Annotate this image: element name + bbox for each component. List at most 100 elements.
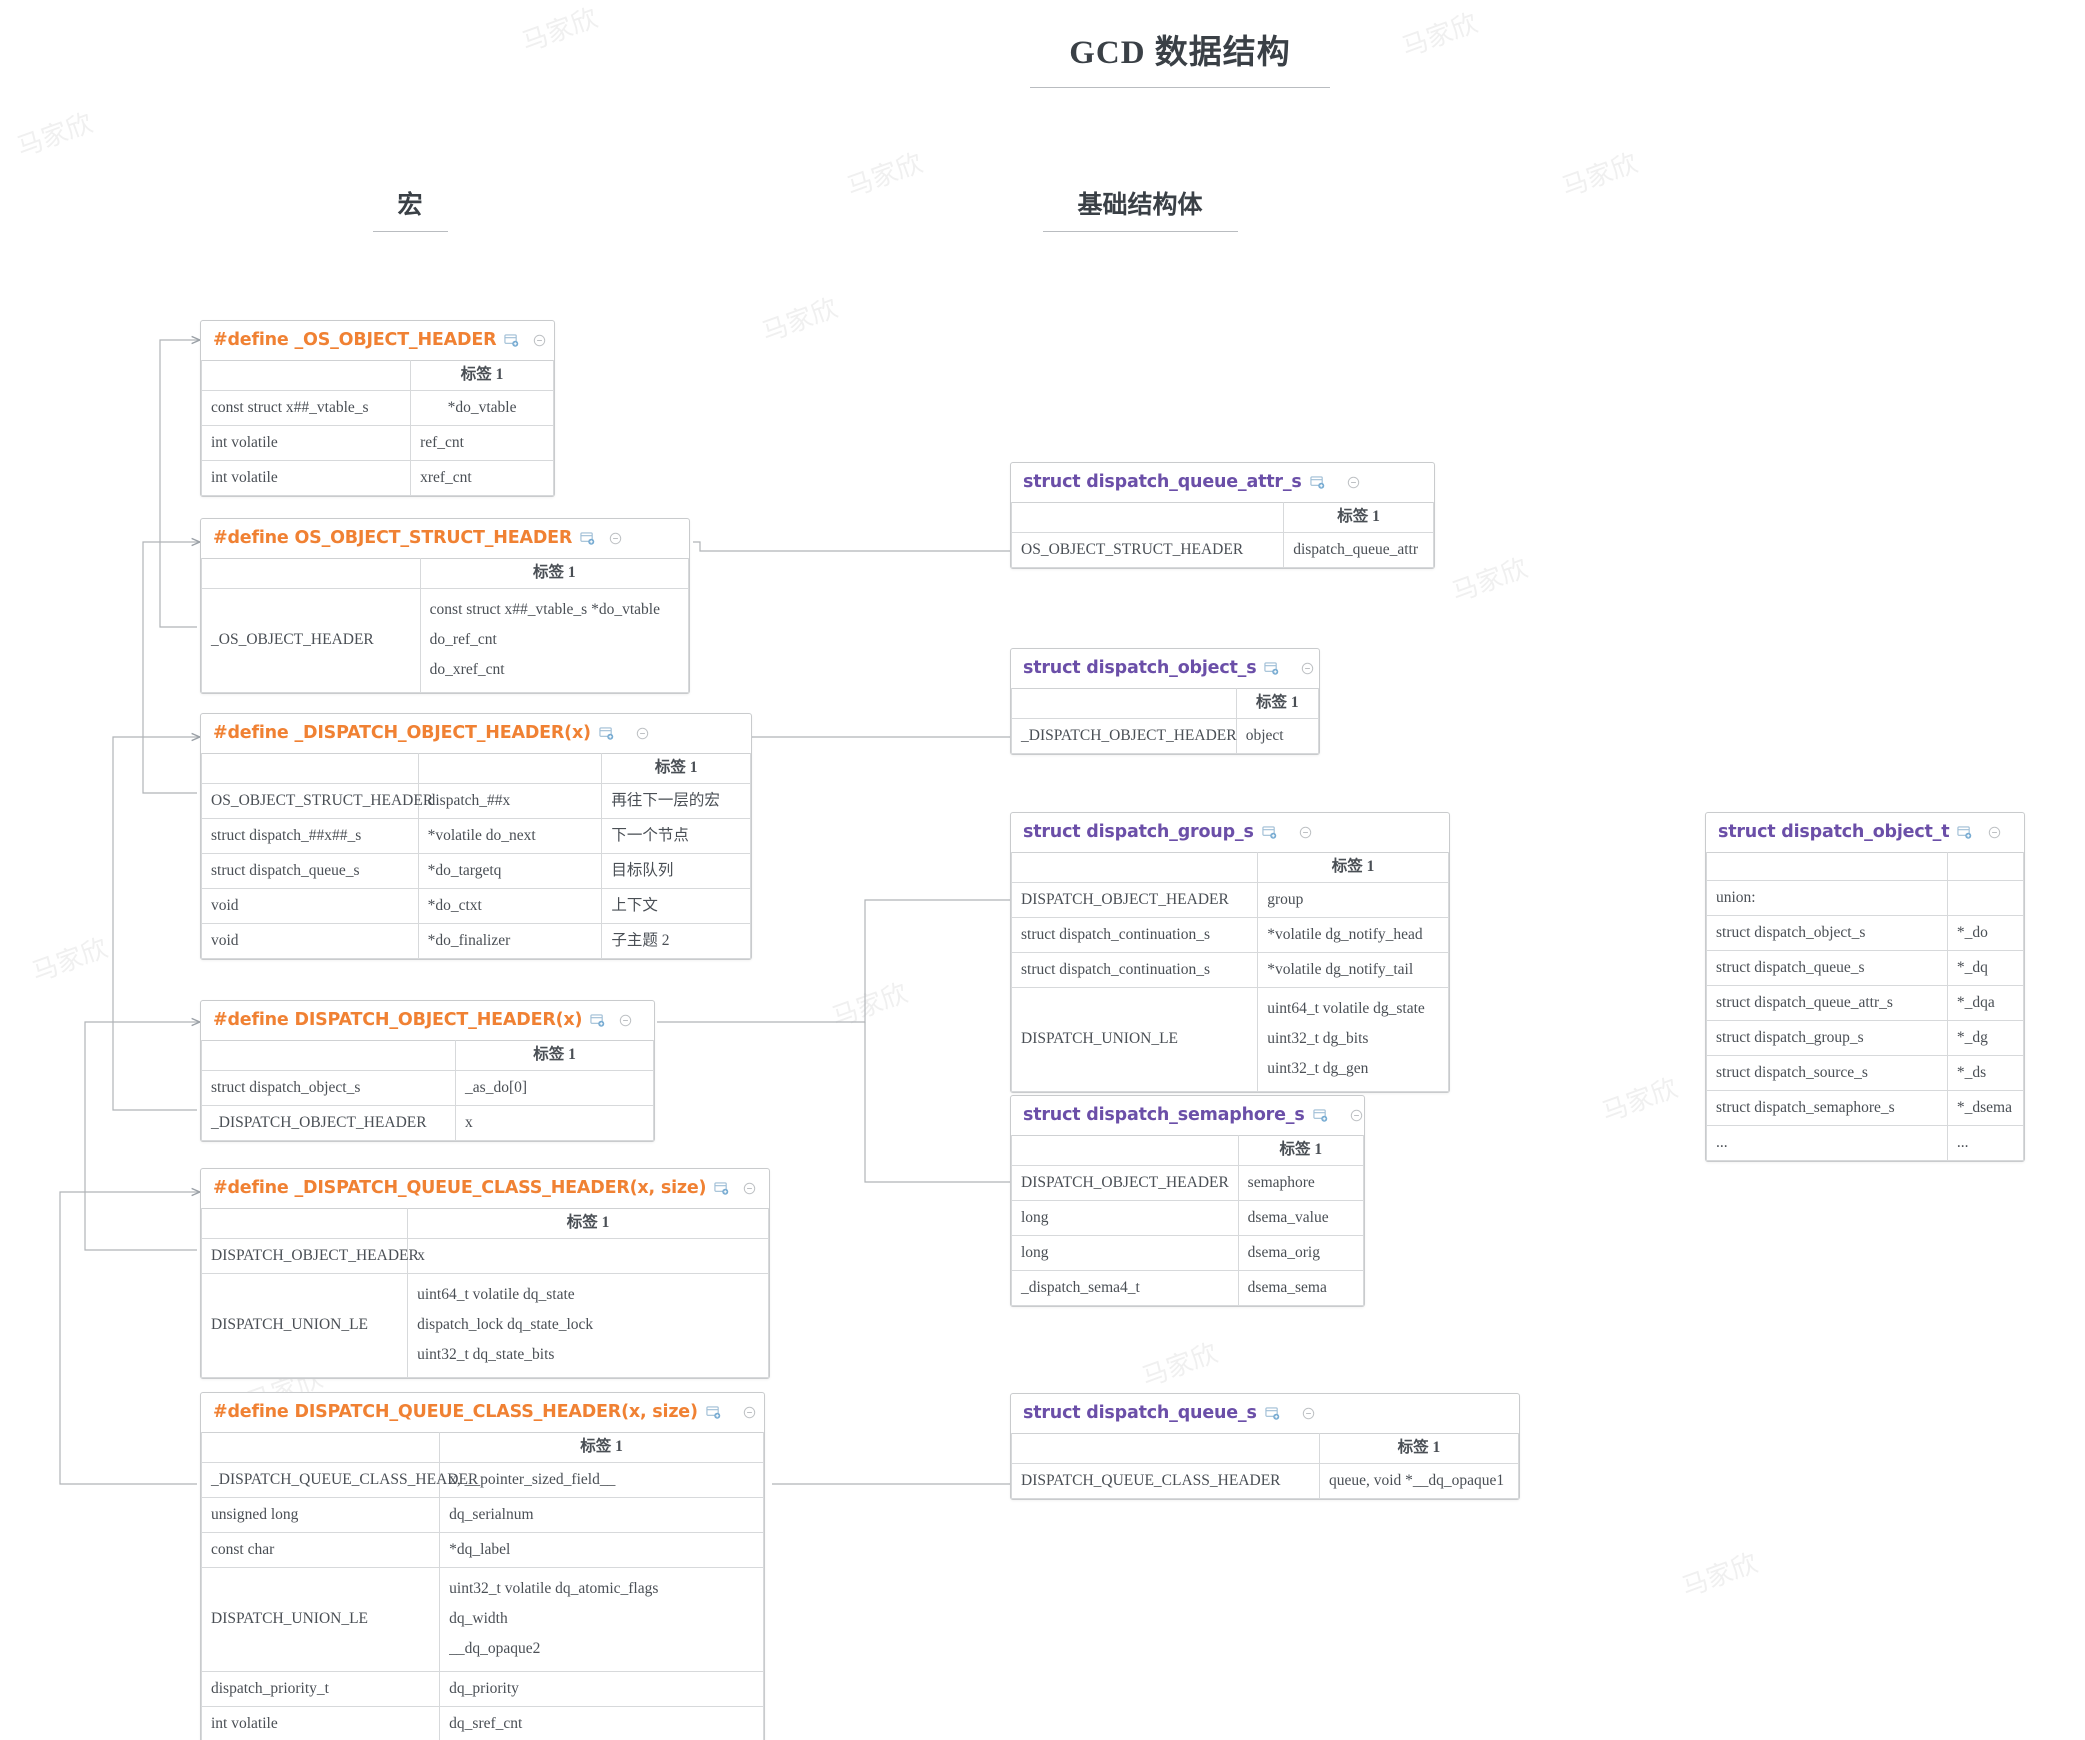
node-os-object-struct-header[interactable]: #define OS_OBJECT_STRUCT_HEADER 标签 1 _OS… <box>200 518 690 694</box>
tag-label: 标签 1 <box>1318 1433 1520 1464</box>
section-macro-rule <box>372 231 448 232</box>
table-row[interactable]: struct dispatch_continuation_s *volatile… <box>1010 952 1449 988</box>
collapse-icon[interactable] <box>1299 826 1312 839</box>
collapse-icon[interactable] <box>636 727 649 740</box>
table-row[interactable]: void *do_finalizer 子主题 2 <box>201 923 751 959</box>
row-type: struct dispatch_queue_s <box>201 853 419 889</box>
table-row[interactable]: struct dispatch_object_s _as_do[0] <box>200 1070 654 1106</box>
table-add-icon[interactable] <box>1265 1406 1280 1421</box>
table-row[interactable]: ... ... <box>1706 1125 2025 1161</box>
table-row[interactable]: DISPATCH_OBJECT_HEADER x <box>200 1238 769 1274</box>
node-os-object-header[interactable]: #define _OS_OBJECT_HEADER 标签 1 const str… <box>200 320 555 497</box>
node-dispatch-object-header-x[interactable]: #define _DISPATCH_OBJECT_HEADER(x) 标签 1 … <box>200 713 752 960</box>
watermark: 马家欣 <box>843 148 927 203</box>
table-row[interactable]: long dsema_orig <box>1011 1235 1365 1271</box>
table-add-icon[interactable] <box>1312 1108 1328 1123</box>
table-row[interactable]: struct dispatch_semaphore_s *_dsema <box>1706 1090 2025 1126</box>
collapse-icon[interactable] <box>1301 662 1314 675</box>
node-dispatch-semaphore-s[interactable]: struct dispatch_semaphore_s 标签 1 DISPATC… <box>1010 1095 1365 1307</box>
table-row[interactable]: _DISPATCH_QUEUE_CLASS_HEADER x, __pointe… <box>200 1462 764 1498</box>
node-title: struct dispatch_group_s <box>1011 813 1449 852</box>
table-row[interactable]: _OS_OBJECT_HEADER const struct x##_vtabl… <box>201 588 690 693</box>
node-title: struct dispatch_object_t <box>1706 813 2024 852</box>
table-add-icon[interactable] <box>599 726 614 741</box>
table-add-icon[interactable] <box>504 333 519 348</box>
node-dispatch-group-s[interactable]: struct dispatch_group_s 标签 1 DISPATCH_OB… <box>1010 812 1450 1093</box>
collapse-icon[interactable] <box>533 334 546 347</box>
table-add-icon[interactable] <box>590 1013 605 1028</box>
node-dispatch-object-t[interactable]: struct dispatch_object_t union: struct d… <box>1705 812 2025 1162</box>
table-row[interactable]: struct dispatch_source_s *_ds <box>1706 1055 2025 1091</box>
node-dispatch-queue-class-header-upper[interactable]: #define DISPATCH_QUEUE_CLASS_HEADER(x, s… <box>200 1392 765 1740</box>
table-row[interactable]: DISPATCH_QUEUE_CLASS_HEADER queue, void … <box>1011 1463 1520 1499</box>
table-add-icon[interactable] <box>580 531 595 546</box>
table-add-icon[interactable] <box>706 1405 721 1420</box>
table-row[interactable]: DISPATCH_UNION_LE uint64_t volatile dg_s… <box>1010 987 1449 1092</box>
row-field: semaphore <box>1237 1165 1365 1201</box>
table-row[interactable]: _DISPATCH_OBJECT_HEADER object <box>1011 718 1320 754</box>
section-struct-rule <box>1042 231 1238 232</box>
table-header-row: 标签 1 <box>1010 852 1449 883</box>
collapse-icon[interactable] <box>743 1182 756 1195</box>
node-title-text: #define DISPATCH_OBJECT_HEADER(x) <box>213 1010 583 1030</box>
node-dispatch-queue-class-header-lower[interactable]: #define _DISPATCH_QUEUE_CLASS_HEADER(x, … <box>200 1168 770 1379</box>
table-row[interactable]: dispatch_priority_t dq_priority <box>200 1670 764 1707</box>
node-table: 标签 1 DISPATCH_OBJECT_HEADER semaphore lo… <box>1011 1135 1365 1306</box>
table-row[interactable]: OS_OBJECT_STRUCT_HEADER dispatch_##x 再往下… <box>201 783 751 819</box>
table-add-icon[interactable] <box>1957 825 1972 840</box>
row-type: _OS_OBJECT_HEADER <box>201 588 421 693</box>
table-row[interactable]: const struct x##_vtable_s *do_vtable <box>200 390 554 426</box>
collapse-icon[interactable] <box>1988 826 2001 839</box>
node-dispatch-object-header-cap[interactable]: #define DISPATCH_OBJECT_HEADER(x) 标签 1 s… <box>200 1000 655 1142</box>
collapse-icon[interactable] <box>1302 1407 1315 1420</box>
row-field: *_dsema <box>1946 1090 2025 1126</box>
collapse-icon[interactable] <box>1350 1109 1363 1122</box>
table-add-icon[interactable] <box>714 1181 729 1196</box>
table-row[interactable]: DISPATCH_UNION_LE uint32_t volatile dq_a… <box>200 1567 764 1672</box>
row-type: DISPATCH_UNION_LE <box>1010 987 1259 1092</box>
table-row[interactable]: void *do_ctxt 上下文 <box>201 888 751 924</box>
table-row[interactable]: DISPATCH_OBJECT_HEADER semaphore <box>1011 1165 1365 1201</box>
table-row[interactable]: struct dispatch_queue_s *_dq <box>1706 950 2025 986</box>
collapse-icon[interactable] <box>743 1406 756 1419</box>
table-row[interactable]: struct dispatch_##x##_s *volatile do_nex… <box>201 818 751 854</box>
table-row[interactable]: OS_OBJECT_STRUCT_HEADER dispatch_queue_a… <box>1010 532 1434 568</box>
node-dispatch-object-s[interactable]: struct dispatch_object_s 标签 1 _DISPATCH_… <box>1010 648 1320 755</box>
watermark: 马家欣 <box>518 3 602 58</box>
row-type: long <box>1011 1235 1239 1271</box>
table-row[interactable]: unsigned long dq_serialnum <box>200 1497 764 1533</box>
row-note: 下一个节点 <box>601 818 751 854</box>
page-title-text: GCD 数据结构 <box>1069 35 1291 71</box>
node-title-text: #define _DISPATCH_OBJECT_HEADER(x) <box>213 723 591 743</box>
table-row[interactable]: long dsema_value <box>1011 1200 1365 1236</box>
table-row[interactable]: struct dispatch_queue_attr_s *_dqa <box>1706 985 2025 1021</box>
collapse-icon[interactable] <box>609 532 622 545</box>
table-add-icon[interactable] <box>1264 661 1279 676</box>
collapse-icon[interactable] <box>1347 476 1360 489</box>
table-row[interactable]: union: <box>1706 880 2025 916</box>
table-row[interactable]: struct dispatch_continuation_s *volatile… <box>1010 917 1449 953</box>
table-row[interactable]: struct dispatch_queue_s *do_targetq 目标队列 <box>201 853 751 889</box>
node-dispatch-queue-s[interactable]: struct dispatch_queue_s 标签 1 DISPATCH_QU… <box>1010 1393 1520 1500</box>
table-row[interactable]: struct dispatch_object_s *_do <box>1706 915 2025 951</box>
row-field: dsema_sema <box>1237 1270 1365 1306</box>
table-header-row: 标签 1 <box>200 1432 764 1463</box>
node-title: struct dispatch_semaphore_s <box>1011 1096 1364 1135</box>
table-row[interactable]: _dispatch_sema4_t dsema_sema <box>1011 1270 1365 1306</box>
node-dispatch-queue-attr-s[interactable]: struct dispatch_queue_attr_s 标签 1 OS_OBJ… <box>1010 462 1435 569</box>
table-row[interactable]: int volatile dq_sref_cnt <box>200 1705 764 1740</box>
table-row[interactable]: int volatile xref_cnt <box>200 460 554 496</box>
table-add-icon[interactable] <box>1309 475 1325 490</box>
table-row[interactable]: const char *dq_label <box>200 1532 764 1568</box>
row-field <box>1946 880 2025 916</box>
table-row[interactable]: DISPATCH_OBJECT_HEADER group <box>1010 882 1449 918</box>
collapse-icon[interactable] <box>619 1014 632 1027</box>
table-row[interactable]: _DISPATCH_OBJECT_HEADER x <box>200 1105 654 1141</box>
node-table: 标签 1 const struct x##_vtable_s *do_vtabl… <box>200 360 554 496</box>
table-row[interactable]: int volatile ref_cnt <box>200 425 554 461</box>
row-type: long <box>1011 1200 1239 1236</box>
row-field: *_ds <box>1946 1055 2025 1091</box>
table-add-icon[interactable] <box>1262 825 1277 840</box>
table-row[interactable]: struct dispatch_group_s *_dg <box>1706 1020 2025 1056</box>
table-row[interactable]: DISPATCH_UNION_LE uint64_t volatile dq_s… <box>200 1273 769 1378</box>
